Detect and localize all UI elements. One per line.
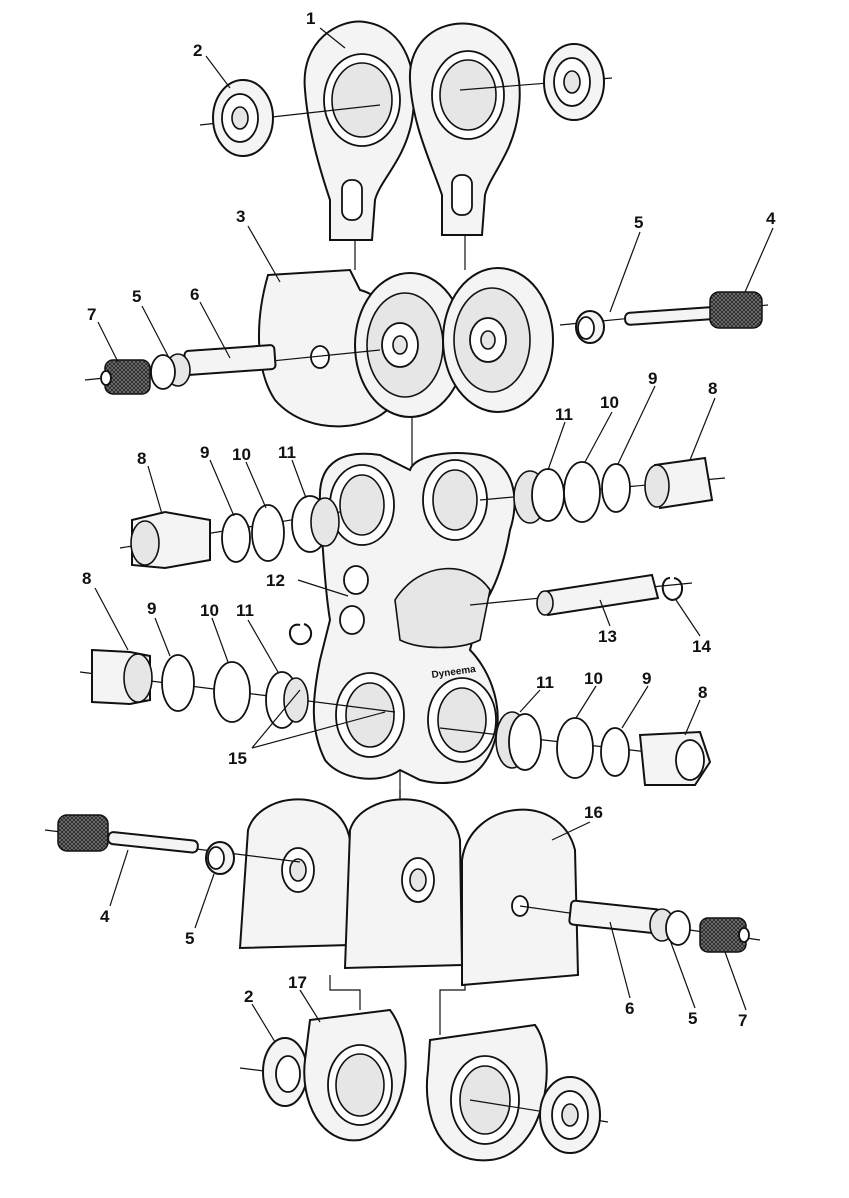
callout-10-upper-left: 10 xyxy=(232,445,251,464)
top-spacer-wheels xyxy=(199,43,613,157)
callout-11-lower-left: 11 xyxy=(236,601,254,620)
leader-lines xyxy=(94,27,774,1043)
callout-12: 12 xyxy=(266,571,285,590)
callout-2-bottom: 2 xyxy=(244,987,253,1006)
callout-8-upper-right: 8 xyxy=(708,379,717,398)
upper-side-plate-and-sheaves xyxy=(258,267,554,428)
callout-9-upper-left: 9 xyxy=(200,443,209,462)
lower-right-bearing-stack xyxy=(439,711,712,786)
callout-7-bottom: 7 xyxy=(738,1011,747,1030)
callout-10-upper-right: 10 xyxy=(600,393,619,412)
callout-6-bottom: 6 xyxy=(625,999,634,1018)
callout-14: 14 xyxy=(692,637,711,656)
callout-11-lower-right: 11 xyxy=(536,673,554,692)
callouts: 1 2 3 4 5 5 6 7 8 9 10 11 11 10 9 8 12 8… xyxy=(82,9,776,1030)
callout-8-lower-right: 8 xyxy=(698,683,707,702)
callout-4-top: 4 xyxy=(766,209,776,228)
lower-side-plates xyxy=(238,798,580,987)
callout-5-top-right: 5 xyxy=(634,213,643,232)
callout-5-bottom-left: 5 xyxy=(185,929,194,948)
callout-5-bottom-right: 5 xyxy=(688,1009,697,1028)
callout-13: 13 xyxy=(598,627,617,646)
bottom-sheaves xyxy=(239,1008,609,1162)
callout-15: 15 xyxy=(228,749,247,768)
callout-10-lower-left: 10 xyxy=(200,601,219,620)
callout-1: 1 xyxy=(306,9,315,28)
callout-17: 17 xyxy=(288,973,307,992)
lower-left-pin xyxy=(44,814,301,875)
callout-8-lower-left: 8 xyxy=(82,569,91,588)
callout-4-bottom: 4 xyxy=(100,907,110,926)
callout-5-top-left: 5 xyxy=(132,287,141,306)
upper-right-pin xyxy=(559,291,769,344)
upper-left-axle xyxy=(84,344,381,395)
callout-3: 3 xyxy=(236,207,245,226)
top-link-plates xyxy=(303,20,521,241)
callout-6-top: 6 xyxy=(190,285,199,304)
callout-9-lower-right: 9 xyxy=(642,669,651,688)
lower-left-bearing-stack xyxy=(79,648,396,729)
callout-11-upper-right: 11 xyxy=(555,405,573,424)
callout-10-lower-right: 10 xyxy=(584,669,603,688)
callout-7-top: 7 xyxy=(87,305,96,324)
central-pin-and-clips xyxy=(289,573,693,646)
upper-right-bearing-stack xyxy=(479,456,726,524)
central-body: Dyneema xyxy=(312,452,516,785)
lower-right-axle xyxy=(519,899,761,953)
upper-left-bearing-stack xyxy=(119,495,341,570)
callout-2-top: 2 xyxy=(193,41,202,60)
callout-11-upper-left: 11 xyxy=(278,443,296,462)
callout-9-upper-right: 9 xyxy=(648,369,657,388)
callout-16: 16 xyxy=(584,803,603,822)
callout-9-lower-left: 9 xyxy=(147,599,156,618)
callout-8-upper-left: 8 xyxy=(137,449,146,468)
